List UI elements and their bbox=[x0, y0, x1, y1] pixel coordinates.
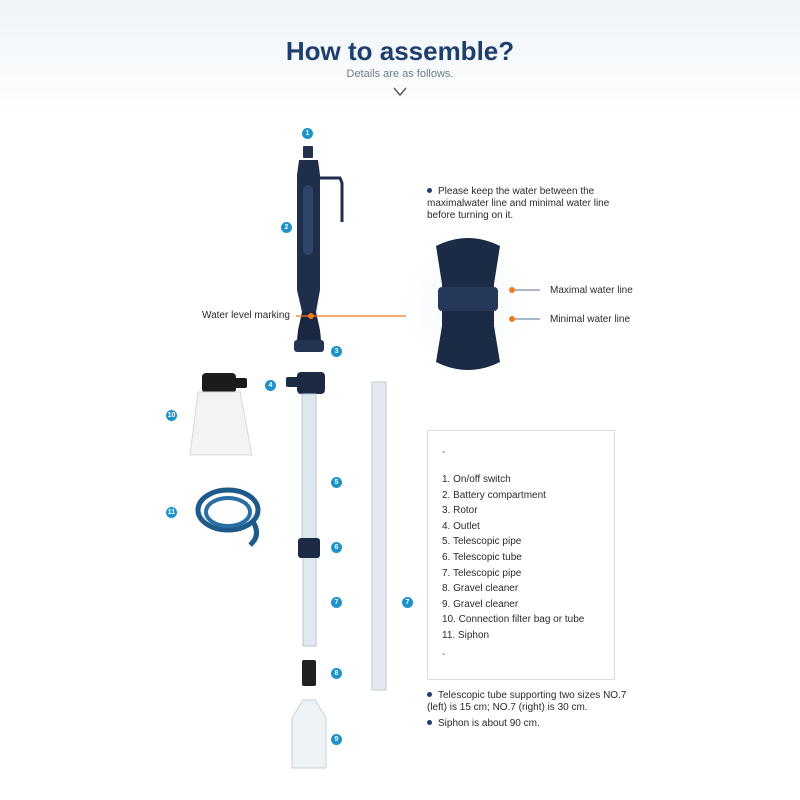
legend-item: 5. Telescopic pipe bbox=[442, 536, 522, 548]
on-off-switch bbox=[303, 146, 313, 158]
maximal-line-dot bbox=[509, 287, 515, 293]
legend-item: 9. Gravel cleaner bbox=[442, 598, 519, 610]
telescopic-pipe-left bbox=[301, 393, 317, 647]
parts-legend: - 1. On/off switch 2. Battery compartment… bbox=[427, 430, 615, 680]
badge-11: 11 bbox=[166, 507, 177, 518]
badge-5: 5 bbox=[331, 477, 342, 488]
minimal-water-line-label: Minimal water line bbox=[550, 314, 631, 325]
badge-3: 3 bbox=[331, 346, 342, 357]
bullet-icon bbox=[427, 691, 432, 697]
telescopic-tube-joint bbox=[298, 538, 320, 558]
header-background bbox=[0, 0, 800, 118]
badge-8: 8 bbox=[331, 668, 342, 679]
maximal-water-line-label: Maximal water line bbox=[550, 285, 633, 296]
bullet-icon bbox=[427, 719, 432, 725]
badge-7-right: 7 bbox=[402, 597, 413, 608]
water-level-marking-label: Water level marking bbox=[202, 310, 290, 321]
legend-item: 4. Outlet bbox=[442, 520, 480, 532]
legend-item: 3. Rotor bbox=[442, 505, 478, 517]
badge-1: 1 bbox=[302, 128, 313, 139]
legend-top-dash: - bbox=[442, 447, 446, 458]
rotor bbox=[294, 312, 324, 352]
legend-item: 1. On/off switch bbox=[442, 474, 511, 485]
minimal-line-dot bbox=[509, 316, 515, 322]
legend-item: 2. Battery compartment bbox=[442, 489, 546, 501]
badge-9: 9 bbox=[331, 734, 342, 745]
battery-compartment-handle bbox=[297, 160, 344, 312]
tube-note: Telescopic tube supporting two sizes NO.… bbox=[427, 690, 627, 713]
legend-item: 7. Telescopic pipe bbox=[442, 567, 522, 579]
badge-6: 6 bbox=[331, 542, 342, 553]
legend-bottom-dash: - bbox=[442, 649, 446, 660]
legend-list: 1. On/off switch 2. Battery compartment 3.… bbox=[442, 472, 584, 644]
badge-7-left: 7 bbox=[331, 597, 342, 608]
page-title: How to assemble? bbox=[285, 36, 515, 66]
badge-4: 4 bbox=[265, 380, 276, 391]
bullet-icon bbox=[427, 187, 432, 193]
gravel-cleaner-nozzle bbox=[291, 699, 327, 769]
legend-item: 11. Siphon bbox=[442, 629, 490, 641]
siphon-note: Siphon is about 90 cm. bbox=[427, 718, 647, 730]
telescopic-pipe-right bbox=[371, 381, 387, 691]
badge-2: 2 bbox=[281, 222, 292, 233]
siphon-hose bbox=[195, 487, 261, 547]
gravel-cleaner-connector bbox=[302, 660, 316, 686]
filter-bag bbox=[189, 373, 253, 456]
chevron-down-icon bbox=[393, 87, 407, 97]
outlet bbox=[286, 372, 325, 394]
legend-item: 8. Gravel cleaner bbox=[442, 583, 519, 595]
legend-item: 10. Connection filter bag or tube bbox=[442, 614, 585, 626]
badge-10: 10 bbox=[166, 410, 177, 421]
legend-item: 6. Telescopic tube bbox=[442, 551, 522, 563]
water-level-marker-dot bbox=[308, 313, 314, 319]
water-level-zoom bbox=[402, 238, 534, 371]
page-subtitle: Details are as follows. bbox=[346, 68, 454, 80]
water-note: Please keep the water between the maxima… bbox=[427, 186, 610, 221]
